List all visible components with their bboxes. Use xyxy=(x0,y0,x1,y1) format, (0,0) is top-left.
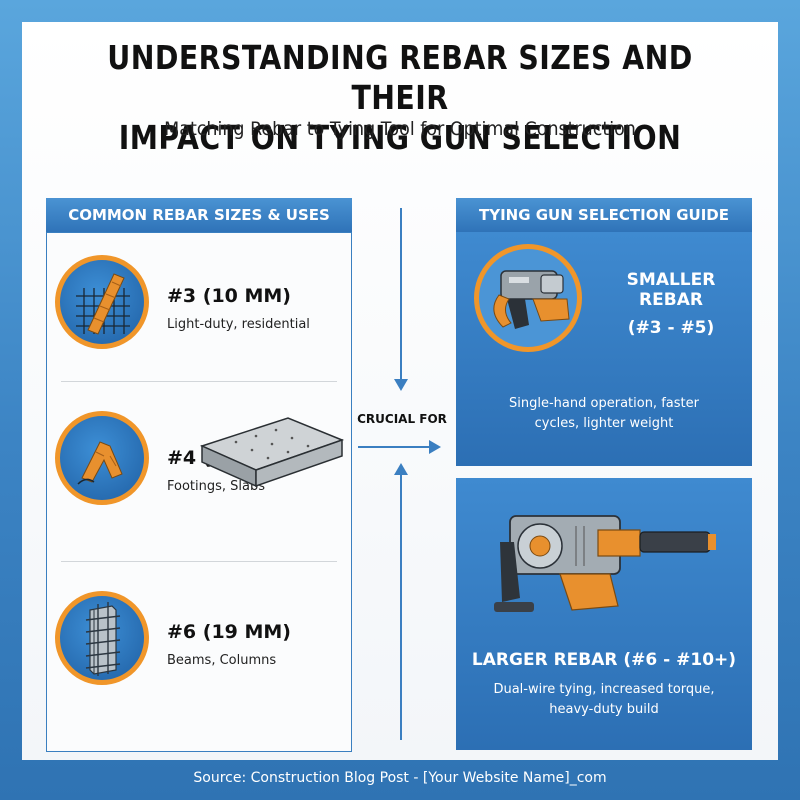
rebar-item-6: #6 (19 MM) Beams, Columns xyxy=(47,591,351,721)
page-title: UNDERSTANDING REBAR SIZES AND THEIR IMPA… xyxy=(56,38,744,158)
smaller-rebar-desc-line-2: cycles, lighter weight xyxy=(534,416,674,431)
page-subtitle: Matching Rebar to Tying Tool for Optimal… xyxy=(164,118,636,140)
smaller-rebar-desc: Single-hand operation, faster cycles, li… xyxy=(456,394,752,434)
source-footer: Source: Construction Blog Post - [Your W… xyxy=(193,770,607,786)
larger-rebar-desc: Dual-wire tying, increased torque, heavy… xyxy=(456,680,752,720)
tying-gun-large-icon xyxy=(480,502,730,626)
concrete-slab-icon xyxy=(196,412,346,496)
rebar-sizes-heading: COMMON REBAR SIZES & USES xyxy=(46,198,352,232)
rebar-use-label: Light-duty, residential xyxy=(167,317,310,332)
smaller-rebar-title-line-1: SMALLER REBAR xyxy=(626,270,716,310)
rebar-use-label: Beams, Columns xyxy=(167,653,277,668)
rebar-bend-icon xyxy=(55,411,149,505)
larger-rebar-desc-line-1: Dual-wire tying, increased torque, xyxy=(493,682,715,697)
larger-rebar-card: LARGER REBAR (#6 - #10+) Dual-wire tying… xyxy=(456,478,752,750)
title-line-2: IMPACT ON TYING GUN SELECTION xyxy=(118,118,682,157)
larger-rebar-title: LARGER REBAR (#6 - #10+) xyxy=(471,650,737,670)
tying-gun-guide-heading: TYING GUN SELECTION GUIDE xyxy=(456,198,752,232)
rebar-item-3: #3 (10 MM) Light-duty, residential xyxy=(47,255,351,385)
rebar-use-label: Footings, Slabs xyxy=(167,479,266,494)
arrow-right-icon xyxy=(429,440,441,454)
larger-rebar-desc-line-2: heavy-duty build xyxy=(549,702,659,717)
smaller-rebar-title-line-2: (#3 - #5) xyxy=(627,318,715,338)
connector-line-top xyxy=(400,208,402,384)
arrow-up-icon xyxy=(394,463,408,475)
arrow-down-icon xyxy=(394,379,408,391)
divider xyxy=(61,561,337,562)
rebar-size-label: #3 (10 MM) xyxy=(167,285,291,307)
smaller-rebar-desc-line-1: Single-hand operation, faster xyxy=(509,396,699,411)
tying-gun-small-icon xyxy=(474,244,582,352)
smaller-rebar-title: SMALLER REBAR (#3 - #5) xyxy=(596,270,746,338)
rebar-sizes-box: #3 (10 MM) Light-duty, residential #4 (1… xyxy=(46,232,352,752)
rebar-column-icon xyxy=(55,591,149,685)
crucial-for-label: CRUCIAL FOR xyxy=(357,412,447,426)
smaller-rebar-card: SMALLER REBAR (#3 - #5) Single-hand oper… xyxy=(456,232,752,466)
divider xyxy=(61,381,337,382)
connector-line-bottom xyxy=(400,474,402,740)
title-line-1: UNDERSTANDING REBAR SIZES AND THEIR xyxy=(107,38,693,117)
connector-line-horizontal xyxy=(358,446,432,448)
rebar-mesh-icon xyxy=(55,255,149,349)
rebar-size-label: #6 (19 MM) xyxy=(167,621,291,643)
